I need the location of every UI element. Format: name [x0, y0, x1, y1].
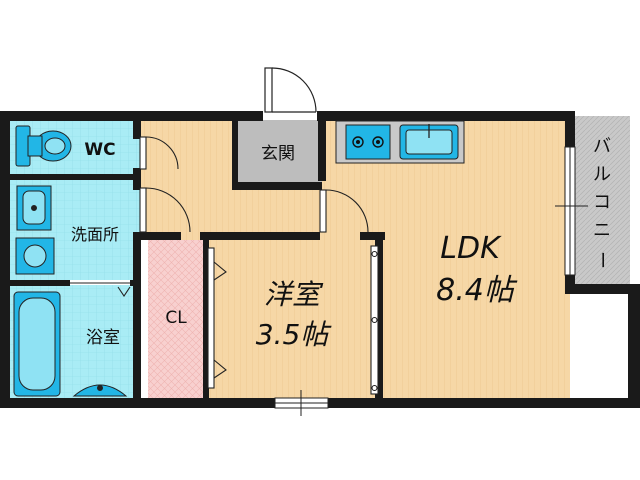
balcony-char: ル: [593, 164, 611, 185]
balcony-char: ニ: [593, 220, 611, 241]
room-label-yokushitsu: 浴室: [86, 328, 120, 348]
genkan-floor: [236, 120, 322, 182]
bathtub: [13, 291, 61, 397]
washbasin: [16, 185, 52, 231]
balcony-char: ー: [591, 251, 612, 269]
senmen-door[interactable]: [139, 187, 191, 233]
youshitsu-sliding-door[interactable]: [370, 245, 379, 395]
room-label-cl: CL: [165, 308, 187, 328]
closet-floor: [148, 240, 205, 402]
balcony-floor: [572, 116, 630, 290]
room-label-youshitsu-name: 洋室: [264, 278, 324, 311]
youshitsu-floor: [205, 238, 380, 402]
room-label-wc: WC: [84, 140, 115, 160]
room-label-youshitsu-size: 3.5帖: [256, 318, 333, 351]
toilet: [15, 125, 72, 167]
room-label-balcony: バ ル コ ニ ー: [591, 136, 612, 269]
balcony-char: バ: [593, 136, 611, 157]
room-label-ldk-name: LDK: [440, 231, 502, 266]
ldk-door[interactable]: [319, 189, 369, 233]
room-label-ldk-size: 8.4帖: [436, 273, 518, 308]
wc-door[interactable]: [139, 136, 179, 170]
bath-mirror: [72, 384, 128, 397]
kitchen-counter: [335, 120, 465, 164]
closet-door[interactable]: [207, 247, 227, 389]
room-label-senmen: 洗面所: [71, 225, 119, 244]
south-window: [274, 390, 329, 416]
balcony-window: [555, 146, 588, 276]
room-label-genkan: 玄関: [261, 144, 295, 164]
bath-door[interactable]: [70, 282, 131, 297]
entrance-door[interactable]: [264, 67, 317, 113]
balcony-char: コ: [593, 192, 611, 213]
walls: [0, 111, 640, 408]
washing-machine: [15, 237, 55, 275]
